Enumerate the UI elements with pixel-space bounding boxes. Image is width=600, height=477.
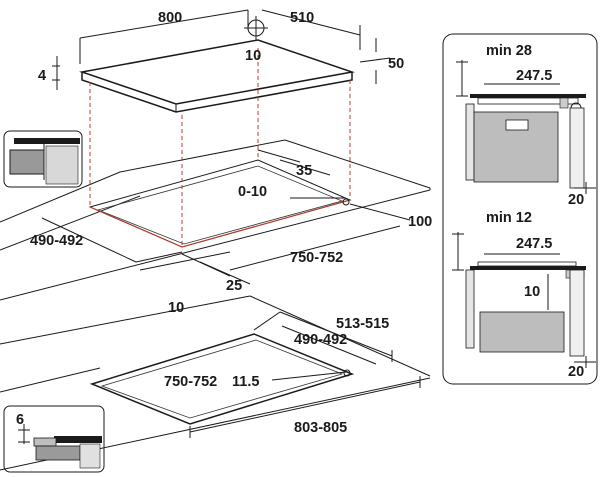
label-min-28: min 28 [486, 43, 532, 59]
label-front-gap-100: 100 [408, 214, 432, 230]
section-min-12 [452, 232, 596, 368]
label-offset-35: 35 [296, 163, 312, 179]
section-min-28 [456, 60, 596, 194]
side-section-panel: min 28 247.5 20 min 12 247.5 10 20 [442, 33, 598, 385]
label-width-247-5-top: 247.5 [516, 68, 552, 84]
hob-top-view [0, 9, 431, 301]
detail-box-bottom [3, 405, 105, 473]
label-outer-width-803-805: 803-805 [294, 420, 347, 436]
label-min-12: min 12 [486, 210, 532, 226]
label-side-margin-25: 25 [226, 278, 242, 294]
label-depth-510: 510 [290, 10, 314, 26]
label-detail-6: 6 [16, 412, 24, 428]
label-outer-depth-513-515: 513-515 [336, 316, 389, 332]
label-cut-width-750-752-bottom: 750-752 [164, 374, 217, 390]
label-thickness-4: 4 [38, 68, 46, 84]
label-width-800: 800 [158, 10, 182, 26]
label-thickness-50: 50 [388, 56, 404, 72]
label-inner-depth-490-492: 490-492 [294, 332, 347, 348]
cutout-bottom-view [0, 295, 431, 471]
label-side-range-490-492: 490-492 [30, 233, 83, 249]
label-gap-20-top: 20 [568, 192, 584, 208]
label-range-0-10: 0-10 [238, 184, 267, 200]
label-vertical-10: 10 [524, 284, 540, 300]
label-width-247-5-bottom: 247.5 [516, 236, 552, 252]
detail-box-top [3, 130, 83, 188]
label-corner-radius-11-5: 11.5 [232, 374, 259, 390]
label-front-margin-10: 10 [168, 300, 184, 316]
label-corner-10: 10 [245, 48, 261, 64]
label-gap-20-bottom: 20 [568, 364, 584, 380]
label-cut-width-750-752: 750-752 [290, 250, 343, 266]
